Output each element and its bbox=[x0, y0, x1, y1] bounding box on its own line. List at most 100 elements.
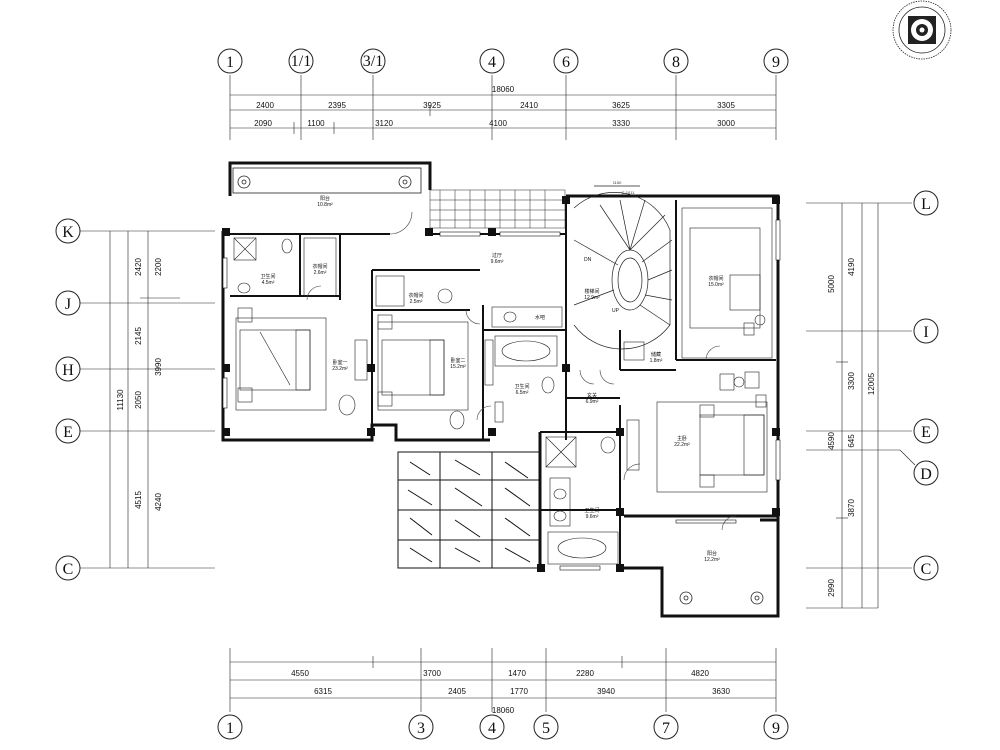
balcony-top bbox=[232, 167, 422, 194]
closet-mid-area: 2.5m² bbox=[410, 299, 423, 305]
axis-right-C: C bbox=[921, 561, 932, 578]
dim-bot2-5: 3630 bbox=[712, 687, 730, 696]
dim-left-mid-1: 2420 bbox=[134, 258, 143, 276]
bedroom2-area: 15.2m² bbox=[450, 364, 466, 370]
axis-left-K: K bbox=[62, 224, 74, 241]
dim-top-6: 3305 bbox=[717, 101, 735, 110]
closet-left-area: 2.6m² bbox=[314, 270, 327, 276]
right-axis-markers bbox=[913, 190, 939, 581]
balcony-bottom bbox=[679, 591, 764, 605]
balcony-top-name: 阳台 bbox=[320, 195, 330, 202]
bath-master-name: 卫生间 bbox=[584, 507, 599, 514]
storage-area: 1.8m² bbox=[650, 358, 663, 364]
dim-left-total: 11130 bbox=[116, 389, 125, 411]
dim-left-inner-3: 4240 bbox=[154, 493, 163, 511]
dim-right-mid-1: 4190 bbox=[847, 258, 856, 276]
exterior-walls bbox=[221, 161, 780, 618]
dim-left-mid-2: 2145 bbox=[134, 327, 143, 345]
dim-left-inner-1: 2200 bbox=[154, 258, 163, 276]
compass-icon bbox=[892, 0, 952, 60]
dim-bot2-2: 2405 bbox=[448, 687, 466, 696]
dim-left-mid-4: 4515 bbox=[134, 491, 143, 509]
dim-bot-3: 1470 bbox=[508, 669, 526, 678]
axis-left-C: C bbox=[63, 561, 74, 578]
columns bbox=[222, 196, 780, 572]
stair-dn: DN bbox=[584, 257, 592, 263]
axis-top-4: 4 bbox=[488, 54, 496, 71]
stair-note: C-1011 bbox=[622, 190, 636, 195]
storage-name: 储藏 bbox=[651, 351, 661, 358]
dim-top-1: 2400 bbox=[256, 101, 274, 110]
balcony-top-area: 10.8m² bbox=[317, 202, 333, 208]
axis-top-1-1: 1/1 bbox=[291, 53, 311, 70]
right-dimensions bbox=[806, 202, 916, 609]
bottom-dimensions bbox=[229, 648, 777, 712]
bath-mid-area: 6.5m² bbox=[516, 390, 529, 396]
top-dimensions bbox=[229, 75, 777, 140]
axis-bot-7: 7 bbox=[662, 720, 670, 737]
dim-top2-1: 2090 bbox=[254, 119, 272, 128]
dim-top2-4: 4100 bbox=[489, 119, 507, 128]
dim-top-3: 3925 bbox=[423, 101, 441, 110]
axis-top-6: 6 bbox=[562, 54, 570, 71]
spiral-stair bbox=[573, 185, 673, 350]
interior-walls bbox=[230, 196, 776, 568]
axis-top-3-1: 3/1 bbox=[363, 53, 383, 70]
axis-left-J: J bbox=[65, 296, 71, 313]
skylight-grid bbox=[397, 451, 541, 569]
bedroom1-furniture bbox=[235, 307, 368, 416]
axis-left-E: E bbox=[63, 424, 73, 441]
balcony-bottom-area: 12.2m² bbox=[704, 557, 720, 563]
bath-left-fixtures bbox=[233, 237, 337, 297]
dim-right-total: 12005 bbox=[867, 372, 876, 395]
bath-mid-fixtures bbox=[494, 335, 558, 423]
stair-area: 12.9m² bbox=[584, 295, 600, 301]
bedroom2-name: 卧室二 bbox=[450, 357, 465, 364]
top-axis-markers bbox=[217, 48, 789, 74]
dim-top-5: 3625 bbox=[612, 101, 630, 110]
foyer-area: 6.9m² bbox=[586, 399, 599, 405]
wardrobe-big-area: 15.0m² bbox=[708, 282, 724, 288]
dim-bot2-4: 3940 bbox=[597, 687, 615, 696]
dim-right-inner-3: 645 bbox=[847, 434, 856, 448]
dim-bot-5: 4820 bbox=[691, 669, 709, 678]
axis-top-1: 1 bbox=[226, 54, 234, 71]
water-bar bbox=[491, 306, 563, 328]
dim-top2-5: 3330 bbox=[612, 119, 630, 128]
dim-right-inner-5: 2990 bbox=[827, 579, 836, 597]
axis-top-9: 9 bbox=[772, 54, 780, 71]
bedroom1-area: 23.2m² bbox=[332, 366, 348, 372]
dim-top-2: 2395 bbox=[328, 101, 346, 110]
stair-up: UP bbox=[612, 308, 620, 314]
storage bbox=[623, 341, 645, 361]
dim-right-mid-2: 4590 bbox=[827, 432, 836, 450]
dim-top-4: 2410 bbox=[520, 101, 538, 110]
axis-bot-3: 3 bbox=[417, 720, 425, 737]
closet-mid-name: 衣帽间 bbox=[408, 292, 423, 299]
bath-master-fixtures bbox=[545, 436, 619, 565]
dim-top2-2: 1100 bbox=[307, 119, 325, 128]
master-furniture bbox=[626, 371, 768, 493]
left-axis-markers bbox=[55, 218, 81, 581]
dim-left-mid-3: 2050 bbox=[134, 391, 143, 409]
dim-right-inner-4: 3870 bbox=[847, 499, 856, 517]
master-area: 22.2m² bbox=[674, 442, 690, 448]
axis-bot-9: 9 bbox=[772, 720, 780, 737]
door-swings bbox=[306, 211, 737, 531]
dim-bot-4: 2280 bbox=[576, 669, 594, 678]
closet-left-name: 衣帽间 bbox=[312, 263, 327, 270]
dim-bot2-1: 6315 bbox=[314, 687, 332, 696]
dim-top-total: 18060 bbox=[492, 85, 515, 94]
bath-mid-name: 卫生间 bbox=[514, 383, 529, 390]
dim-top2-6: 3000 bbox=[717, 119, 735, 128]
corridor-name: 过厅 bbox=[492, 252, 502, 259]
bedroom1-name: 卧室一 bbox=[332, 359, 347, 366]
bath-left-name: 卫生间 bbox=[260, 273, 275, 280]
bottom-axis-markers bbox=[217, 714, 789, 740]
wardrobe-big-name: 衣帽间 bbox=[708, 275, 723, 282]
foyer-name: 玄关 bbox=[587, 392, 597, 399]
dim-bot-2: 3700 bbox=[423, 669, 441, 678]
dim-right-inner-2: 3300 bbox=[847, 372, 856, 390]
bath-master-area: 9.6m² bbox=[586, 514, 599, 520]
